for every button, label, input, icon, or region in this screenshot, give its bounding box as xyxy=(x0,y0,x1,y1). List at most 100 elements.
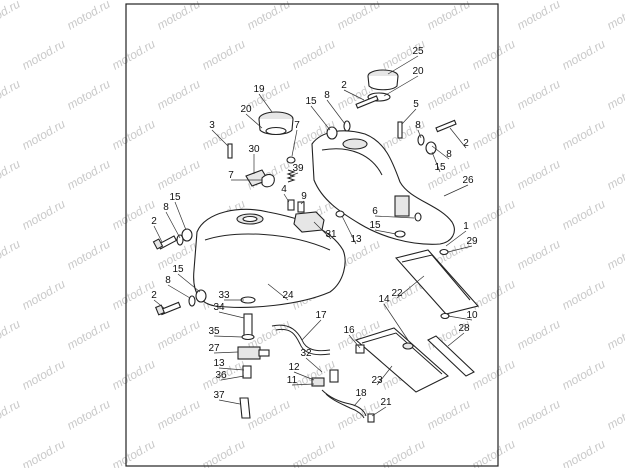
part-6 xyxy=(414,212,422,222)
watermark-text: motod.ru xyxy=(245,0,293,33)
fuel-petcock xyxy=(237,346,261,360)
leader-line xyxy=(174,201,187,231)
watermark-text: motod.ru xyxy=(200,117,248,153)
fuel-line-lower-edge xyxy=(325,393,365,419)
watermark-text: motod.ru xyxy=(605,397,625,433)
washer-8-right xyxy=(417,134,425,146)
callout-label-31: 31 xyxy=(325,229,337,240)
watermark-text: motod.ru xyxy=(560,437,608,468)
leader-line xyxy=(218,399,241,405)
washer-8-top xyxy=(343,120,351,132)
leader-line xyxy=(213,335,243,338)
right-gas-cap-body xyxy=(367,75,399,91)
watermark-text: motod.ru xyxy=(245,397,293,433)
callout-label-13: 13 xyxy=(213,358,225,369)
watermark-text: motod.ru xyxy=(0,0,23,33)
hose-clamp xyxy=(311,377,325,387)
leader-line xyxy=(343,89,365,101)
watermark-text: motod.ru xyxy=(65,0,113,33)
watermark-text: motod.ru xyxy=(110,37,158,73)
bolt-top-right xyxy=(435,119,457,133)
leader-line xyxy=(374,215,415,219)
watermark-text: motod.ru xyxy=(470,277,518,313)
washer-29 xyxy=(439,248,449,256)
callout-label-18: 18 xyxy=(355,388,367,399)
watermark-text: motod.ru xyxy=(155,157,203,193)
callout-label-6: 6 xyxy=(372,206,378,217)
callout-label-36: 36 xyxy=(215,370,227,381)
callout-label-2: 2 xyxy=(151,290,157,301)
callout-label-23: 23 xyxy=(371,375,383,386)
leader-line xyxy=(211,129,229,147)
leader-line xyxy=(220,375,245,381)
leader-line xyxy=(301,319,322,341)
leader-line xyxy=(431,151,441,173)
watermark-text: motod.ru xyxy=(515,0,563,33)
screw-right xyxy=(397,121,403,139)
watermark-text: motod.ru xyxy=(20,117,68,153)
callout-label-17: 17 xyxy=(315,310,327,321)
watermark-text: motod.ru xyxy=(560,277,608,313)
watermark-text: motod.ru xyxy=(65,77,113,113)
right-tank-filler-neck xyxy=(342,138,368,150)
watermark-text: motod.ru xyxy=(560,357,608,393)
spacer-15-mid xyxy=(394,230,406,238)
callout-label-28: 28 xyxy=(458,323,470,334)
left-tank-filler-opening xyxy=(242,215,258,223)
watermark-text: motod.ru xyxy=(335,0,383,33)
leader-line xyxy=(267,283,289,301)
bolt-top-center xyxy=(355,95,379,109)
hose-end-clip xyxy=(367,413,375,423)
leader-line xyxy=(447,332,465,347)
watermark-text: motod.ru xyxy=(65,317,113,353)
callout-label-24: 24 xyxy=(282,290,294,301)
watermark-text: motod.ru xyxy=(515,237,563,273)
callout-label-19: 19 xyxy=(253,84,265,95)
watermark-text: motod.ru xyxy=(560,37,608,73)
callout-label-15: 15 xyxy=(434,162,446,173)
watermark-text: motod.ru xyxy=(155,317,203,353)
leader-line xyxy=(371,406,387,417)
leader-line xyxy=(258,93,273,113)
leader-line xyxy=(305,357,323,373)
watermark-text: motod.ru xyxy=(110,437,158,468)
watermark-text: motod.ru xyxy=(110,197,158,233)
callout-label-7: 7 xyxy=(294,120,300,131)
watermark-text: motod.ru xyxy=(515,157,563,193)
leader-line xyxy=(447,315,473,321)
part-9 xyxy=(297,201,305,213)
leader-line xyxy=(213,351,239,354)
callout-label-32: 32 xyxy=(300,348,312,359)
leader-line xyxy=(326,99,346,125)
leader-line xyxy=(383,75,419,97)
callout-label-2: 2 xyxy=(151,216,157,227)
watermark-text: motod.ru xyxy=(0,77,23,113)
watermark-text: motod.ru xyxy=(515,317,563,353)
leader-line xyxy=(443,184,469,197)
leader-line xyxy=(447,245,473,253)
watermark-text: motod.ru xyxy=(20,277,68,313)
watermark-text: motod.ru xyxy=(155,0,203,33)
watermark-text: motod.ru xyxy=(200,37,248,73)
leader-line xyxy=(291,129,298,157)
callout-label-12: 12 xyxy=(288,362,300,373)
callout-label-29: 29 xyxy=(466,236,478,247)
screw-left xyxy=(227,143,233,159)
watermark-text: motod.ru xyxy=(110,117,158,153)
callout-label-33: 33 xyxy=(218,290,230,301)
leader-line xyxy=(283,193,290,203)
callout-label-7: 7 xyxy=(228,170,234,181)
watermark-text: motod.ru xyxy=(515,397,563,433)
watermark-text: motod.ru xyxy=(110,357,158,393)
watermark-text: motod.ru xyxy=(560,117,608,153)
watermark-text: motod.ru xyxy=(425,77,473,113)
watermark-text: motod.ru xyxy=(0,317,23,353)
watermark-text: motod.ru xyxy=(470,357,518,393)
watermark-text: motod.ru xyxy=(20,357,68,393)
watermark-text: motod.ru xyxy=(155,397,203,433)
watermark-text: motod.ru xyxy=(380,437,428,468)
leader-line xyxy=(153,299,165,309)
spacer-15-top xyxy=(326,126,338,140)
petcock-washer xyxy=(241,333,255,341)
